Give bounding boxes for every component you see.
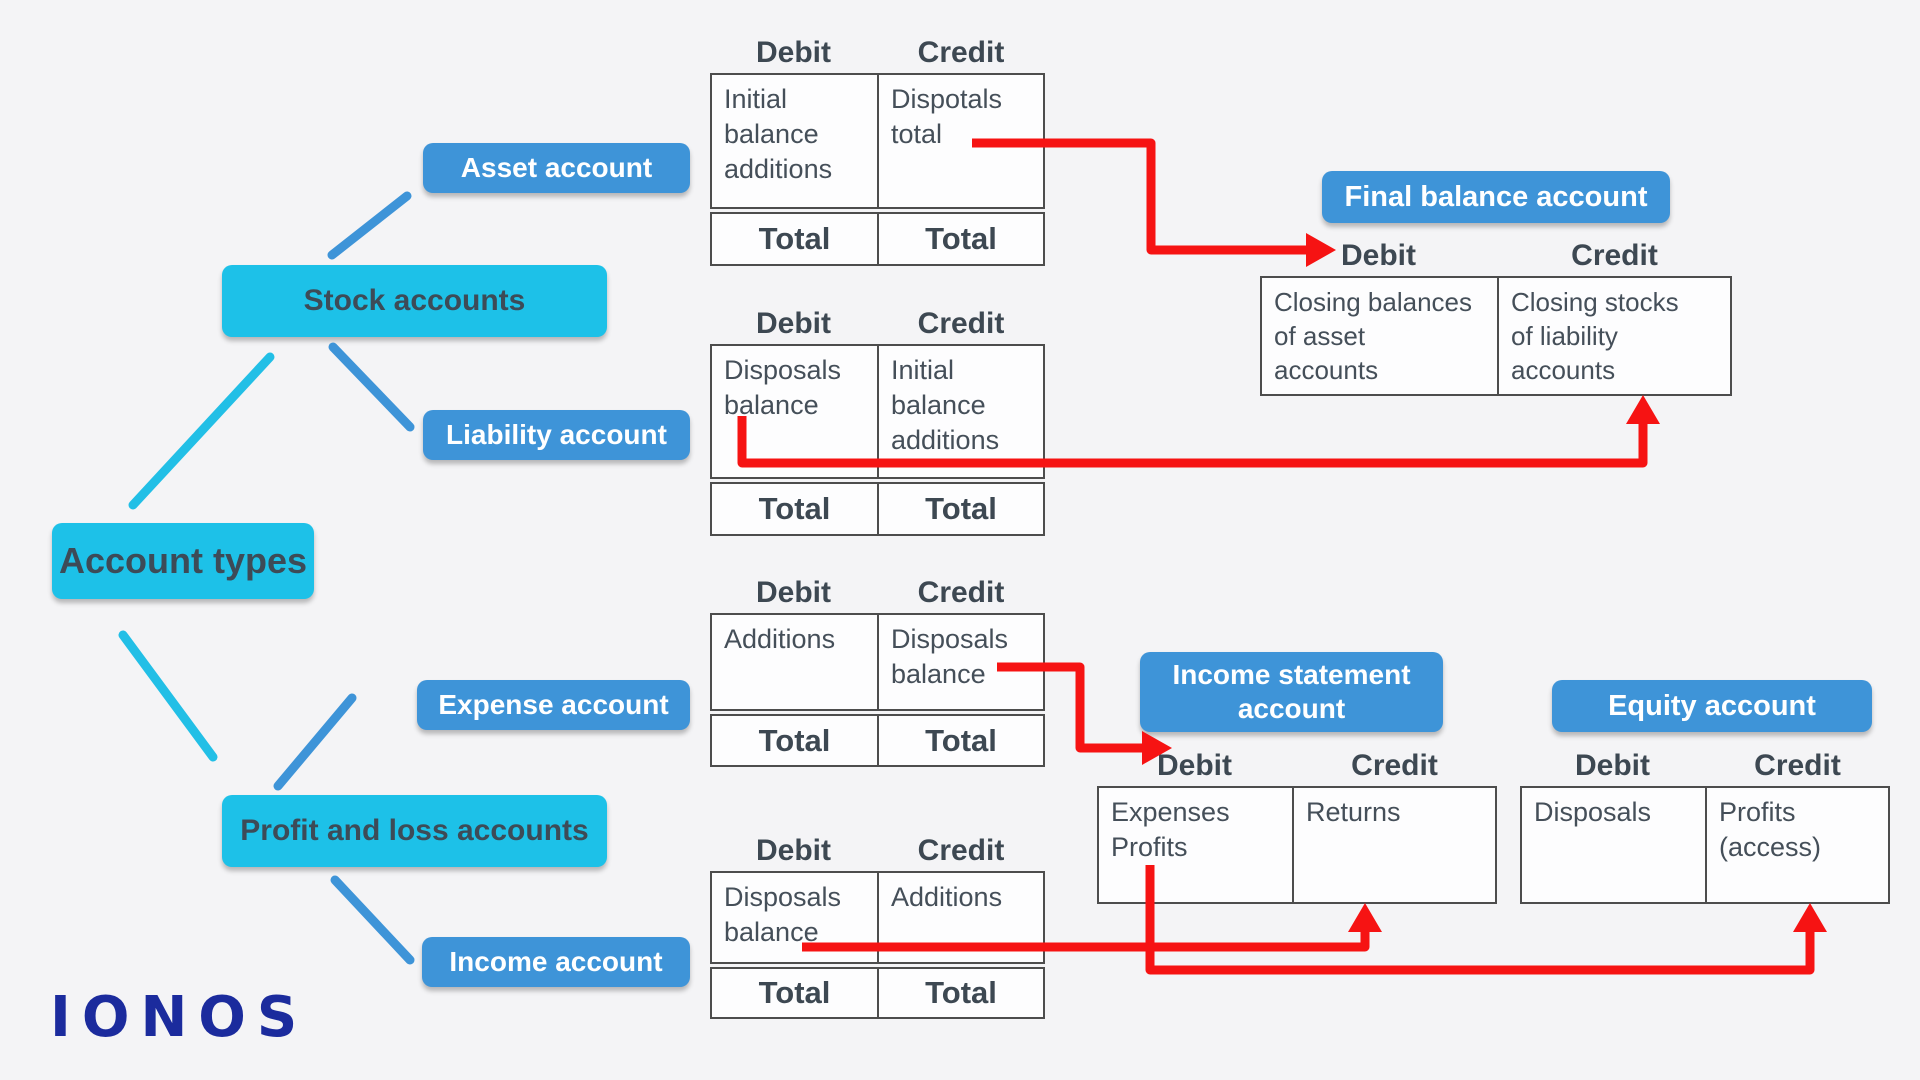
- node-liability-account: Liability account: [423, 410, 690, 460]
- taccount-income-totals: Total Total: [710, 967, 1045, 1019]
- taccount-equity-headers: Debit Credit: [1520, 749, 1890, 786]
- taccount-final-balance: Debit Credit Closing balances of asset a…: [1260, 239, 1732, 396]
- node-income-account: Income account: [422, 937, 690, 987]
- node-expense-account: Expense account: [417, 680, 690, 730]
- debit-cell: Expenses Profits: [1099, 788, 1294, 902]
- debit-cell: Initial balance additions: [712, 75, 879, 207]
- debit-cell: Disposals: [1522, 788, 1707, 902]
- taccount-expense-headers: Debit Credit: [710, 576, 1045, 613]
- taccount-expense: Debit Credit Additions Disposals balance…: [710, 576, 1045, 767]
- ionos-logo: IONOS: [50, 985, 309, 1050]
- node-stock-accounts: Stock accounts: [222, 265, 607, 337]
- taccount-liability: Debit Credit Disposals balance Initial b…: [710, 307, 1045, 536]
- taccount-expense-body: Additions Disposals balance: [710, 613, 1045, 711]
- credit-header: Credit: [1571, 239, 1658, 272]
- credit-cell: Closing stocks of liability accounts: [1511, 287, 1679, 385]
- taccount-asset-totals: Total Total: [710, 212, 1045, 266]
- taccount-liability-totals: Total Total: [710, 482, 1045, 536]
- connector-stock-asset: [327, 191, 412, 260]
- credit-header: Credit: [917, 576, 1005, 609]
- arrowhead-up-finalbalance: [1626, 395, 1660, 424]
- credit-total: Total: [925, 722, 997, 758]
- node-asset-account: Asset account: [423, 143, 690, 193]
- taccount-income-headers: Debit Credit: [710, 834, 1045, 871]
- node-equity-account: Equity account: [1552, 680, 1872, 732]
- node-final-balance-account: Final balance account: [1322, 171, 1670, 223]
- taccount-income-body: Disposals balance Additions: [710, 871, 1045, 964]
- credit-header: Credit: [917, 307, 1005, 340]
- credit-cell: Returns: [1306, 797, 1401, 827]
- taccount-final-balance-headers: Debit Credit: [1260, 239, 1732, 276]
- connector-accounttypes-stock: [128, 352, 275, 510]
- debit-header: Debit: [756, 834, 831, 867]
- connector-profitloss-expense: [273, 693, 357, 791]
- taccount-asset-body: Initial balance additions Dispotals tota…: [710, 73, 1045, 209]
- credit-total: Total: [925, 221, 997, 256]
- taccount-equity: Debit Credit Disposals Profits (access): [1520, 749, 1890, 904]
- taccount-income-statement-body: Expenses Profits Returns: [1097, 786, 1497, 904]
- credit-total: Total: [925, 975, 997, 1010]
- taccount-final-balance-body: Closing balances of asset accounts Closi…: [1260, 276, 1732, 396]
- debit-cell: Closing balances of asset accounts: [1262, 278, 1499, 394]
- node-account-types: Account types: [52, 523, 314, 599]
- taccount-equity-body: Disposals Profits (access): [1520, 786, 1890, 904]
- debit-header: Debit: [756, 307, 831, 340]
- credit-header: Credit: [917, 36, 1005, 69]
- connector-profitloss-income: [330, 875, 415, 965]
- debit-total: Total: [712, 716, 879, 765]
- credit-cell: Disposals balance: [891, 624, 1009, 689]
- taccount-asset-headers: Debit Credit: [710, 36, 1045, 73]
- taccount-asset: Debit Credit Initial balance additions D…: [710, 36, 1045, 266]
- debit-cell: Additions: [712, 615, 879, 709]
- taccount-liability-headers: Debit Credit: [710, 307, 1045, 344]
- debit-total: Total: [712, 969, 879, 1017]
- credit-header: Credit: [917, 834, 1005, 867]
- arrowhead-up-incomestatement: [1348, 903, 1382, 932]
- debit-header: Debit: [1341, 239, 1416, 272]
- taccount-expense-totals: Total Total: [710, 714, 1045, 767]
- credit-cell: Profits (access): [1719, 797, 1822, 862]
- debit-total: Total: [712, 484, 879, 534]
- connector-stock-liability: [328, 342, 415, 432]
- credit-cell: Initial balance additions: [891, 355, 1000, 455]
- credit-cell: Dispotals total: [891, 84, 1003, 149]
- debit-header: Debit: [756, 576, 831, 609]
- debit-header: Debit: [756, 36, 831, 69]
- credit-cell: Additions: [891, 882, 1003, 912]
- taccount-liability-body: Disposals balance Initial balance additi…: [710, 344, 1045, 479]
- debit-header: Debit: [1157, 749, 1232, 782]
- node-profit-and-loss-accounts: Profit and loss accounts: [222, 795, 607, 867]
- node-income-statement-account: Income statement account: [1140, 652, 1443, 732]
- taccount-income: Debit Credit Disposals balance Additions…: [710, 834, 1045, 1019]
- credit-header: Credit: [1754, 749, 1841, 782]
- arrowhead-up-equity: [1793, 903, 1827, 932]
- debit-cell: Disposals balance: [712, 346, 879, 477]
- debit-total: Total: [712, 214, 879, 264]
- credit-header: Credit: [1351, 749, 1438, 782]
- connector-accounttypes-profitloss: [118, 630, 218, 762]
- taccount-income-statement: Debit Credit Expenses Profits Returns: [1097, 749, 1497, 904]
- taccount-income-statement-headers: Debit Credit: [1097, 749, 1497, 786]
- debit-cell: Disposals balance: [712, 873, 879, 962]
- credit-total: Total: [925, 491, 997, 526]
- debit-header: Debit: [1575, 749, 1650, 782]
